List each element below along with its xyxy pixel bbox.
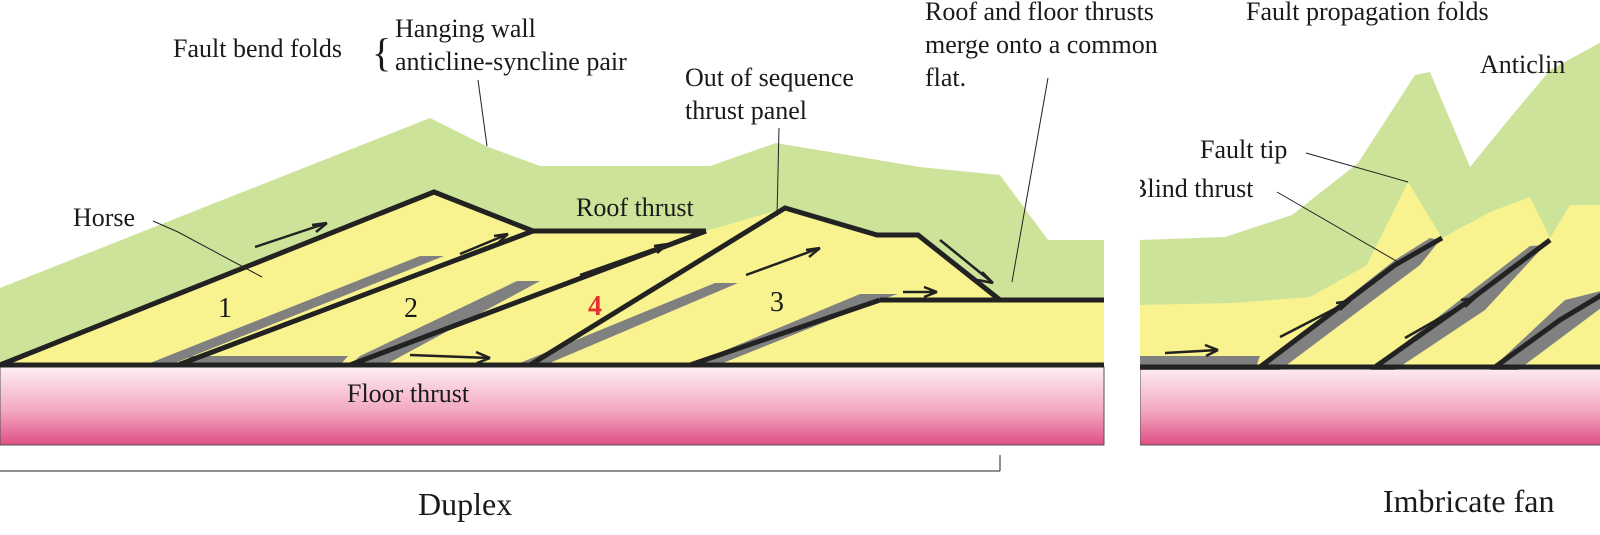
imbricate-basement	[1140, 366, 1600, 446]
imbricate-fan-title: Imbricate fan	[1383, 483, 1554, 519]
basement-layer	[0, 366, 1105, 446]
anticline-label: Anticlin	[1480, 50, 1565, 79]
blind-thrust-3	[1493, 293, 1600, 370]
fault-gouge-3	[515, 283, 738, 365]
roof-floor-merge-label-2: merge onto a common	[925, 30, 1158, 59]
roof-thrust-label: Roof thrust	[576, 193, 695, 222]
slip-arrows	[254, 221, 994, 365]
blind-thrust-label: Blind thrust	[1130, 174, 1254, 203]
yellow-duplex-layer	[0, 192, 1104, 367]
fault-bend-folds-label: Fault bend folds	[173, 34, 342, 63]
duplex-title: Duplex	[418, 486, 512, 522]
fault-gouge-1	[145, 256, 444, 365]
horse-1-thrust	[0, 189, 534, 368]
out-of-sequence-label-2: thrust panel	[685, 96, 807, 125]
panel-number-3: 3	[770, 287, 784, 318]
imbricate-yellow-layer	[1140, 182, 1600, 367]
fault-tip-label: Fault tip	[1200, 135, 1287, 164]
horse-4-thrust	[349, 228, 707, 368]
imbricate-slip-arrows	[1164, 296, 1476, 358]
duplex-panel: 1 2 4 3 Horse Roof thrust Floor thrust	[0, 77, 1105, 472]
floor-thrust-label: Floor thrust	[347, 379, 470, 408]
panel-number-4: 4	[588, 291, 602, 322]
imbricate-panel: Fault tip Blind thrust	[1130, 42, 1600, 446]
leader-lines	[0, 77, 1049, 472]
anticline-syncline-pair-label: anticline-syncline pair	[395, 47, 627, 76]
horse-label: Horse	[73, 203, 135, 232]
panel-number-2: 2	[404, 293, 418, 324]
roof-floor-merge-label-1: Roof and floor thrusts	[925, 0, 1154, 26]
roof-floor-merge-label-3: flat.	[925, 63, 966, 92]
blind-thrust-1	[1258, 235, 1444, 369]
horse-2-thrust	[177, 228, 534, 368]
brace-symbol: {	[372, 30, 391, 75]
horse-3-thrust	[528, 205, 1002, 368]
out-of-sequence-label-1: Out of sequence	[685, 63, 854, 92]
panel-number-1: 1	[218, 293, 232, 324]
hanging-wall-label: Hanging wall	[395, 14, 536, 43]
fault-gouge-2	[350, 281, 540, 365]
horse-3-lower-thrust	[689, 297, 881, 368]
fault-propagation-folds-label: Fault propagation folds	[1246, 0, 1489, 26]
imbricate-leaders	[1276, 152, 1409, 263]
